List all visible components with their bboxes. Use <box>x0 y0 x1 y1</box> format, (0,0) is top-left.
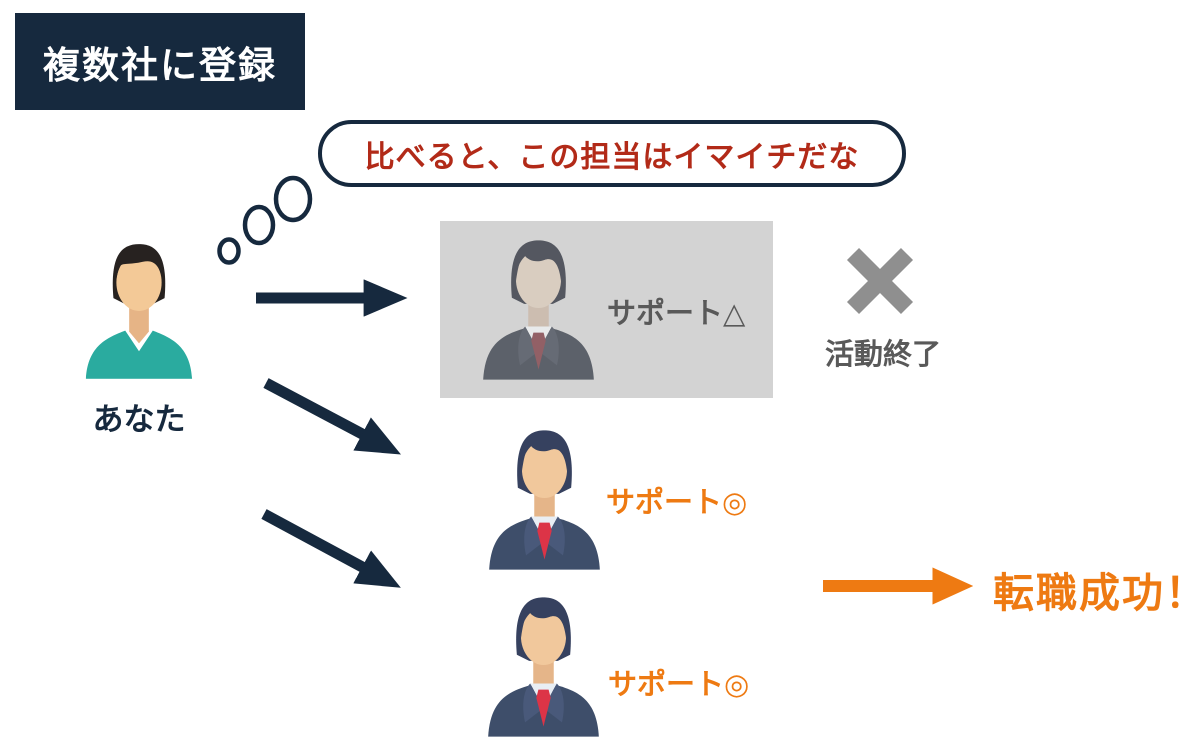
consultant-1-label: サポート△ <box>607 298 746 330</box>
x-mark-icon <box>846 247 914 315</box>
ended-status-label: 活動終了 <box>824 339 941 371</box>
success-label: 転職成功！ <box>993 570 1188 616</box>
arrow-to-consultant-3-icon <box>261 509 401 588</box>
arrow-to-consultant-2-icon <box>263 378 401 455</box>
title-badge: 複数社に登録 <box>15 13 305 110</box>
consultant-3-avatar <box>482 591 605 737</box>
thought-bubble: 比べると、この担当はイマイチだな <box>318 120 906 187</box>
consultant-3-label: サポート◎ <box>608 669 750 701</box>
consultant-1-avatar <box>477 234 600 380</box>
thought-bubble-text: 比べると、この担当はイマイチだな <box>364 140 860 174</box>
you-label: あなた <box>92 402 186 437</box>
title-badge-label: 複数社に登録 <box>43 44 277 86</box>
jobseeker-avatar <box>80 236 198 382</box>
consultant-1-card: サポート△ <box>440 221 773 398</box>
consultant-2-avatar <box>483 424 606 570</box>
consultant-2-label: サポート◎ <box>606 487 748 519</box>
thought-dots-icon <box>217 175 313 265</box>
